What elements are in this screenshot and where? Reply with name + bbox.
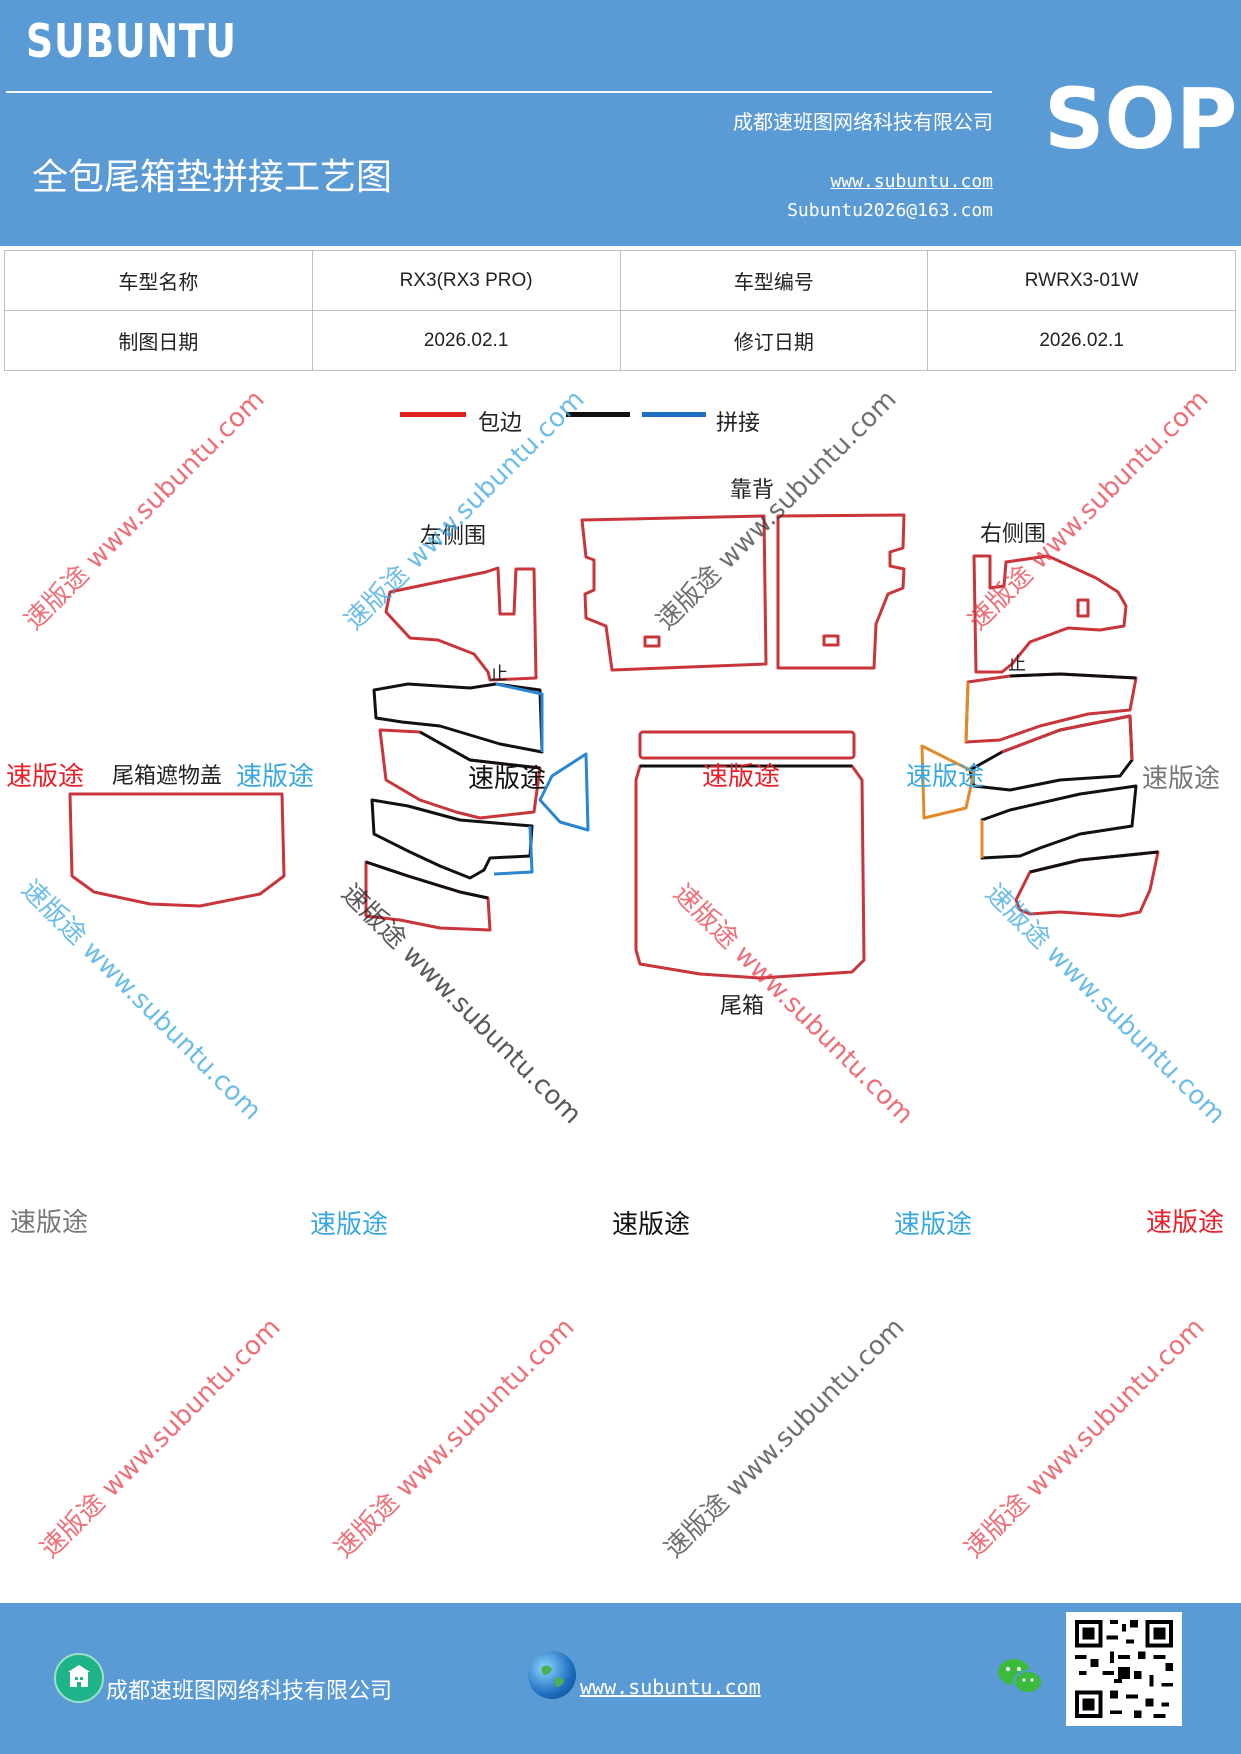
- backrest-left-piece: [580, 514, 768, 672]
- watermark: 速版途: [310, 1210, 389, 1240]
- label-cover: 尾箱遮物盖: [112, 764, 223, 789]
- header-banner: SUBUNTU 成都速班图网络科技有限公司 全包尾箱垫拼接工艺图 www.sub…: [0, 0, 1241, 246]
- label-stop-left: 止: [490, 664, 508, 685]
- label-left-side: 左侧围: [420, 524, 487, 549]
- watermark: 速版途: [6, 762, 85, 792]
- left-triangle: [538, 752, 590, 832]
- email-text: Subuntu2026@163.com: [787, 200, 993, 221]
- website-link[interactable]: www.subuntu.com: [830, 171, 993, 192]
- trunk-main: [634, 764, 866, 980]
- watermark: 速版途: [1146, 1208, 1225, 1238]
- backrest-right-piece: [776, 513, 906, 670]
- wechat-icon: [996, 1655, 1044, 1699]
- watermark: 速版途: [894, 1210, 973, 1240]
- model-name-label: 车型名称: [4, 250, 313, 311]
- label-backrest: 靠背: [730, 478, 775, 503]
- right-side-third-edge: [1001, 714, 1134, 761]
- revise-date-value: 2026.02.1: [927, 310, 1236, 371]
- right-side-bottom-black: [1029, 850, 1159, 874]
- backrest-hole: [822, 634, 840, 647]
- right-side-second-black: [1009, 672, 1137, 680]
- revise-date-label: 修订日期: [619, 310, 929, 371]
- model-code-label: 车型编号: [619, 250, 929, 311]
- left-side-second-edge: [495, 682, 544, 752]
- qr-code[interactable]: [1066, 1612, 1182, 1726]
- right-triangle: [920, 744, 976, 820]
- label-trunk: 尾箱: [720, 994, 765, 1019]
- left-side-fourth: [370, 798, 534, 880]
- watermark: 速版途: [236, 762, 315, 792]
- left-side-second: [372, 682, 544, 754]
- company-name: 成都速班图网络科技有限公司: [733, 110, 993, 134]
- right-side-fourth: [980, 784, 1138, 860]
- left-side-third-black: [419, 730, 541, 770]
- watermark: 速版途: [702, 762, 781, 792]
- right-side-top: [972, 554, 1128, 674]
- footer-website-link[interactable]: www.subuntu.com: [580, 1675, 761, 1699]
- watermark: 速版途: [906, 762, 985, 792]
- footer-bar: 成都速班图网络科技有限公司 www.subuntu.com: [0, 1603, 1241, 1754]
- draw-date-label: 制图日期: [4, 310, 313, 371]
- trunk-top-strip: [638, 730, 856, 760]
- model-name-value: RX3(RX3 PRO): [311, 250, 621, 311]
- table-row: 车型名称 RX3(RX3 PRO) 车型编号 RWRX3-01W: [4, 250, 1236, 311]
- watermark: 速版途: [1142, 764, 1221, 794]
- right-side-second-orange: [964, 681, 970, 743]
- legend-label-edge: 包边: [478, 411, 523, 436]
- watermark: 速版途: [468, 764, 547, 794]
- left-side-bottom-black: [365, 860, 489, 900]
- right-side-hole: [1076, 598, 1090, 618]
- info-table: 车型名称 RX3(RX3 PRO) 车型编号 RWRX3-01W 制图日期 20…: [4, 250, 1236, 371]
- brand-logo: SUBUNTU: [26, 14, 237, 68]
- watermark: 速版途: [612, 1210, 691, 1240]
- cover-piece: [68, 792, 286, 908]
- page-title: 全包尾箱垫拼接工艺图: [32, 157, 393, 198]
- legend-swatch-join: [642, 412, 706, 417]
- model-code-value: RWRX3-01W: [927, 250, 1236, 311]
- legend: 包边 拼接: [400, 395, 780, 436]
- globe-icon: [528, 1651, 576, 1699]
- header-divider: [6, 91, 992, 93]
- building-icon: [54, 1653, 104, 1703]
- left-side-top: [384, 566, 538, 682]
- draw-date-value: 2026.02.1: [311, 310, 621, 371]
- left-side-fourth-edge: [493, 825, 534, 876]
- right-side-second: [964, 672, 1138, 744]
- watermark: 速版途: [10, 1208, 89, 1238]
- legend-swatch-edge: [400, 412, 466, 417]
- legend-label-join: 拼接: [716, 411, 761, 436]
- backrest-hole-left: [643, 635, 661, 648]
- right-side-third: [968, 714, 1134, 792]
- table-row: 制图日期 2026.02.1 修订日期 2026.02.1: [4, 310, 1236, 371]
- legend-swatch-black: [566, 412, 630, 417]
- footer-company: 成都速班图网络科技有限公司: [106, 1679, 393, 1704]
- label-right-side: 右侧围: [980, 522, 1047, 547]
- label-stop-right: 止: [1008, 654, 1026, 675]
- sop-badge: SOP: [1044, 70, 1238, 168]
